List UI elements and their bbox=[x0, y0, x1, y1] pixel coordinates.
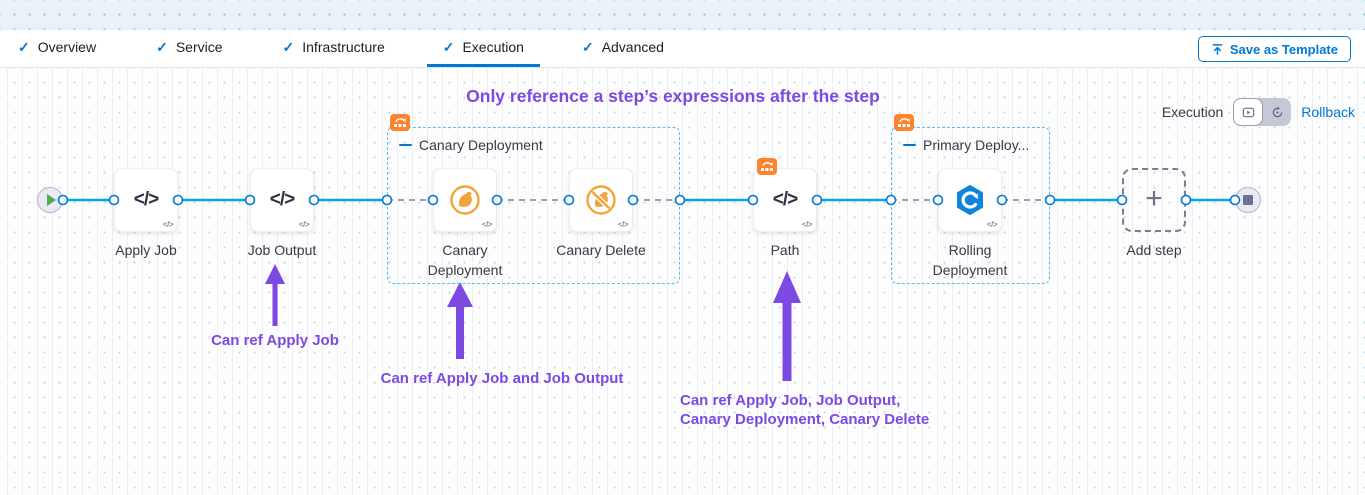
rollout-strategy-badge bbox=[390, 114, 410, 131]
pipeline-end-node[interactable] bbox=[1235, 187, 1261, 213]
step-job-output[interactable]: </> </> bbox=[250, 168, 314, 232]
stop-icon bbox=[1243, 195, 1253, 205]
execution-mode-label: Execution bbox=[1161, 104, 1224, 120]
execution-rollback-toggle[interactable] bbox=[1233, 98, 1292, 126]
tab-service[interactable]: ✓ Service bbox=[154, 30, 224, 67]
pipeline-start-node[interactable] bbox=[37, 187, 63, 213]
rollout-icon bbox=[898, 118, 910, 127]
template-corner-icon: </> bbox=[986, 220, 998, 229]
pipeline-canvas[interactable]: Only reference a step’s expressions afte… bbox=[0, 68, 1365, 495]
tab-infrastructure[interactable]: ✓ Infrastructure bbox=[281, 30, 387, 67]
tab-overview[interactable]: ✓ Overview bbox=[16, 30, 98, 67]
rolling-update-icon bbox=[957, 185, 983, 215]
rollout-icon bbox=[394, 118, 406, 127]
play-icon bbox=[46, 194, 56, 206]
rollout-strategy-badge bbox=[894, 114, 914, 131]
tab-label: Execution bbox=[462, 39, 524, 55]
execution-icon bbox=[1242, 107, 1255, 117]
collapse-icon[interactable] bbox=[399, 143, 412, 147]
template-corner-icon: </> bbox=[481, 220, 493, 229]
template-corner-icon: </> bbox=[801, 220, 813, 229]
code-icon: </> bbox=[772, 189, 799, 210]
check-icon: ✓ bbox=[581, 38, 594, 55]
stage-tab-bar: ✓ Overview ✓ Service ✓ Infrastructure ✓ … bbox=[0, 30, 1365, 68]
rollout-strategy-badge bbox=[757, 158, 777, 175]
add-step-button[interactable]: + bbox=[1122, 168, 1186, 232]
group-title: Primary Deploy... bbox=[923, 137, 1030, 153]
step-apply-job[interactable]: </> </> bbox=[114, 168, 178, 232]
check-icon: ✓ bbox=[18, 38, 30, 55]
annotation-canary: Can ref Apply Job and Job Output bbox=[380, 370, 624, 387]
group-title: Canary Deployment bbox=[419, 137, 543, 153]
upload-icon bbox=[1212, 43, 1223, 55]
template-corner-icon: </> bbox=[162, 220, 174, 229]
check-icon: ✓ bbox=[156, 38, 168, 55]
step-label-apply-job: Apply Job bbox=[115, 242, 177, 258]
tab-label: Advanced bbox=[601, 39, 664, 55]
tab-label: Infrastructure bbox=[302, 39, 385, 55]
mode-toggle-row: Execution Rollback bbox=[1162, 98, 1355, 126]
step-canary-delete[interactable]: </> bbox=[569, 168, 633, 232]
tab-label: Service bbox=[175, 39, 223, 55]
pipeline-connectors bbox=[63, 198, 1235, 381]
group-header: Primary Deploy... bbox=[903, 137, 1049, 153]
step-label-canary-deployment: Canary Deployment bbox=[427, 242, 503, 278]
rollback-link[interactable]: Rollback bbox=[1301, 104, 1355, 120]
group-canary-deployment[interactable]: Canary Deployment bbox=[387, 127, 680, 284]
annotation-path: Can ref Apply Job, Job Output, Canary De… bbox=[680, 391, 960, 429]
annotation-path-line2: Canary Deployment, Canary Delete bbox=[680, 411, 930, 428]
template-corner-icon: </> bbox=[617, 220, 629, 229]
canary-delete-icon bbox=[586, 185, 616, 215]
collapse-icon[interactable] bbox=[903, 143, 916, 147]
code-icon: </> bbox=[133, 189, 160, 210]
save-as-template-label: Save as Template bbox=[1229, 41, 1338, 57]
step-rolling-deployment[interactable]: </> bbox=[938, 168, 1002, 232]
execution-toggle-segment[interactable] bbox=[1233, 98, 1264, 126]
step-label-path: Path bbox=[770, 242, 800, 258]
canary-icon bbox=[450, 185, 480, 215]
template-corner-icon: </> bbox=[298, 220, 310, 229]
tab-execution[interactable]: ✓ Execution bbox=[426, 30, 540, 67]
group-primary-deployment[interactable]: Primary Deploy... bbox=[891, 127, 1050, 284]
code-icon: </> bbox=[269, 189, 296, 210]
tab-label: Overview bbox=[37, 39, 97, 55]
step-label-job-output: Job Output bbox=[247, 242, 317, 258]
annotation-job-output: Can ref Apply Job bbox=[211, 332, 339, 349]
save-as-template-button[interactable]: Save as Template bbox=[1197, 36, 1351, 62]
annotation-path-line1: Can ref Apply Job, Job Output, bbox=[680, 392, 901, 409]
rollout-icon bbox=[761, 162, 773, 171]
step-label-rolling-deployment: Rolling Deployment bbox=[932, 242, 1008, 278]
check-icon: ✓ bbox=[442, 38, 455, 55]
rollback-toggle-segment[interactable] bbox=[1263, 106, 1291, 119]
step-path[interactable]: </> </> bbox=[753, 168, 817, 232]
check-icon: ✓ bbox=[282, 38, 295, 55]
step-label-canary-delete: Canary Delete bbox=[556, 242, 646, 258]
step-canary-deployment[interactable]: </> bbox=[433, 168, 497, 232]
canvas-heading: Only reference a step’s expressions afte… bbox=[466, 86, 880, 106]
connector-endpoints bbox=[57, 194, 1241, 206]
top-dotted-strip bbox=[0, 0, 1365, 30]
tab-advanced[interactable]: ✓ Advanced bbox=[580, 30, 666, 67]
rollback-icon bbox=[1272, 106, 1283, 117]
group-header: Canary Deployment bbox=[399, 137, 679, 153]
plus-icon: + bbox=[1145, 181, 1163, 215]
add-step-label: Add step bbox=[1126, 242, 1182, 258]
